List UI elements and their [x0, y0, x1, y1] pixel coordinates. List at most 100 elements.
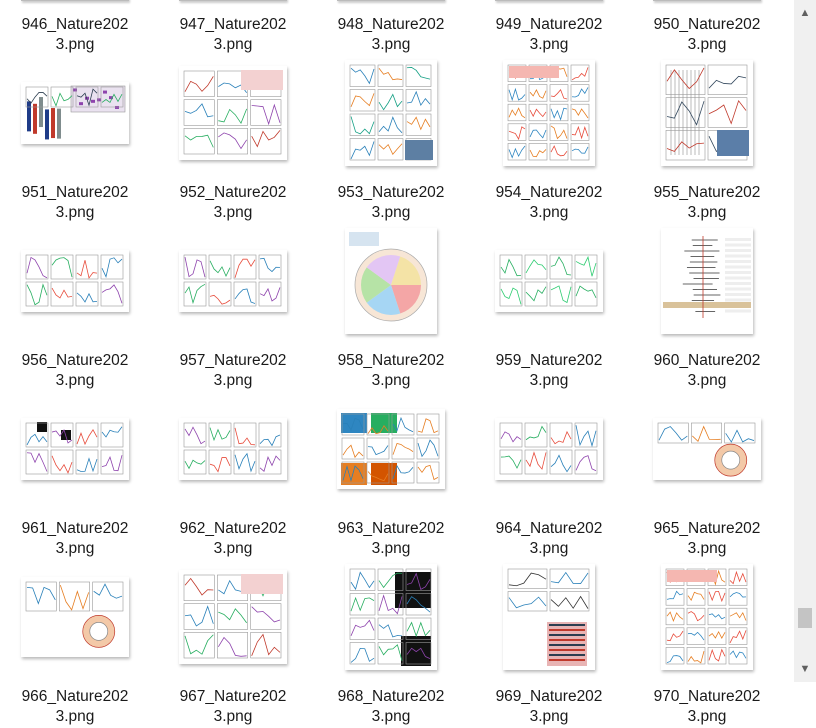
file-name-line2: 3.png — [529, 204, 569, 221]
scroll-track[interactable] — [794, 24, 816, 656]
file-thumbnail-image — [21, 82, 129, 144]
file-thumbnail-image — [503, 60, 595, 166]
file-thumbnail-image — [661, 60, 753, 166]
file-thumbnail-image — [345, 564, 437, 670]
file-name-line1: 962_Nature202 — [179, 520, 287, 537]
scroll-down-arrow-icon[interactable]: ▼ — [799, 663, 811, 675]
file-item[interactable]: 964_Nature202 3.png — [474, 392, 632, 560]
file-item[interactable]: 952_Nature202 3.png — [158, 56, 316, 224]
file-thumbnail-image — [179, 66, 287, 160]
file-thumbnail — [485, 56, 613, 170]
file-name-line2: 3.png — [55, 204, 95, 221]
file-name-line1: 950_Nature202 — [653, 16, 761, 33]
file-thumbnail-image — [21, 250, 129, 312]
file-thumbnail — [327, 224, 455, 338]
file-thumbnail — [327, 392, 455, 506]
file-name-line1: 949_Nature202 — [495, 16, 603, 33]
file-item[interactable]: 961_Nature202 3.png — [0, 392, 158, 560]
file-thumbnail-image — [661, 228, 753, 334]
file-name-line2: 3.png — [371, 372, 411, 389]
file-item[interactable]: 966_Nature202 3.png — [0, 560, 158, 728]
file-name-line1: 970_Nature202 — [653, 688, 761, 705]
file-name-line2: 3.png — [55, 540, 95, 557]
file-name-line1: 955_Nature202 — [653, 184, 761, 201]
file-item[interactable]: 949_Nature202 3.png — [474, 0, 632, 56]
file-thumbnail-image — [653, 0, 761, 1]
file-item[interactable]: 951_Nature202 3.png — [0, 56, 158, 224]
file-name-line1: 966_Nature202 — [21, 688, 129, 705]
file-name-line2: 3.png — [687, 372, 727, 389]
file-name-line2: 3.png — [55, 36, 95, 53]
file-thumbnail — [169, 392, 297, 506]
file-name-line1: 952_Nature202 — [179, 184, 287, 201]
file-thumbnail-image — [337, 0, 445, 1]
file-name-line1: 961_Nature202 — [21, 520, 129, 537]
file-item[interactable]: 967_Nature202 3.png — [158, 560, 316, 728]
file-thumbnail-image — [21, 577, 129, 657]
file-name-line1: 948_Nature202 — [337, 16, 445, 33]
file-thumbnail-image — [179, 0, 287, 1]
file-thumbnail — [643, 560, 771, 674]
file-item[interactable]: 960_Nature202 3.png — [632, 224, 790, 392]
file-thumbnail — [643, 56, 771, 170]
file-name-line1: 959_Nature202 — [495, 352, 603, 369]
file-item[interactable]: 946_Nature202 3.png — [0, 0, 158, 56]
file-name-line1: 946_Nature202 — [21, 16, 129, 33]
file-name-line2: 3.png — [687, 708, 727, 725]
file-thumbnail — [11, 560, 139, 674]
file-name-line2: 3.png — [55, 708, 95, 725]
file-thumbnail-image — [345, 60, 437, 166]
file-name-line2: 3.png — [371, 36, 411, 53]
file-name-line1: 953_Nature202 — [337, 184, 445, 201]
file-thumbnail — [327, 56, 455, 170]
vertical-scrollbar[interactable]: ▲ ▼ — [794, 0, 816, 682]
file-name-line2: 3.png — [213, 372, 253, 389]
file-name-line2: 3.png — [529, 540, 569, 557]
file-thumbnail-image — [653, 418, 761, 480]
file-thumbnail-image — [661, 564, 753, 670]
file-name-line1: 965_Nature202 — [653, 520, 761, 537]
file-thumbnail — [643, 392, 771, 506]
file-name-line2: 3.png — [529, 372, 569, 389]
file-item[interactable]: 970_Nature202 3.png — [632, 560, 790, 728]
file-name-line1: 967_Nature202 — [179, 688, 287, 705]
file-name-line2: 3.png — [529, 708, 569, 725]
file-name-line2: 3.png — [213, 36, 253, 53]
file-thumbnail — [643, 224, 771, 338]
file-name-line2: 3.png — [55, 372, 95, 389]
file-thumbnail — [11, 392, 139, 506]
file-name-line1: 954_Nature202 — [495, 184, 603, 201]
scroll-thumb[interactable] — [798, 608, 812, 628]
file-item[interactable]: 954_Nature202 3.png — [474, 56, 632, 224]
scroll-up-arrow-icon[interactable]: ▲ — [799, 7, 811, 19]
file-name-line2: 3.png — [213, 708, 253, 725]
file-name-line1: 963_Nature202 — [337, 520, 445, 537]
file-thumbnail — [485, 560, 613, 674]
file-name-line1: 951_Nature202 — [21, 184, 129, 201]
file-thumbnail-image — [345, 228, 437, 334]
file-name-line2: 3.png — [529, 36, 569, 53]
file-thumbnail-image — [179, 250, 287, 312]
file-name-line1: 960_Nature202 — [653, 352, 761, 369]
file-thumbnail — [169, 560, 297, 674]
file-thumbnail — [485, 224, 613, 338]
file-item[interactable]: 959_Nature202 3.png — [474, 224, 632, 392]
file-thumbnail-image — [21, 0, 129, 1]
file-name-line2: 3.png — [371, 540, 411, 557]
file-item[interactable]: 948_Nature202 3.png — [316, 0, 474, 56]
file-name-line1: 964_Nature202 — [495, 520, 603, 537]
file-name-line2: 3.png — [213, 204, 253, 221]
file-item[interactable]: 963_Nature202 3.png — [316, 392, 474, 560]
